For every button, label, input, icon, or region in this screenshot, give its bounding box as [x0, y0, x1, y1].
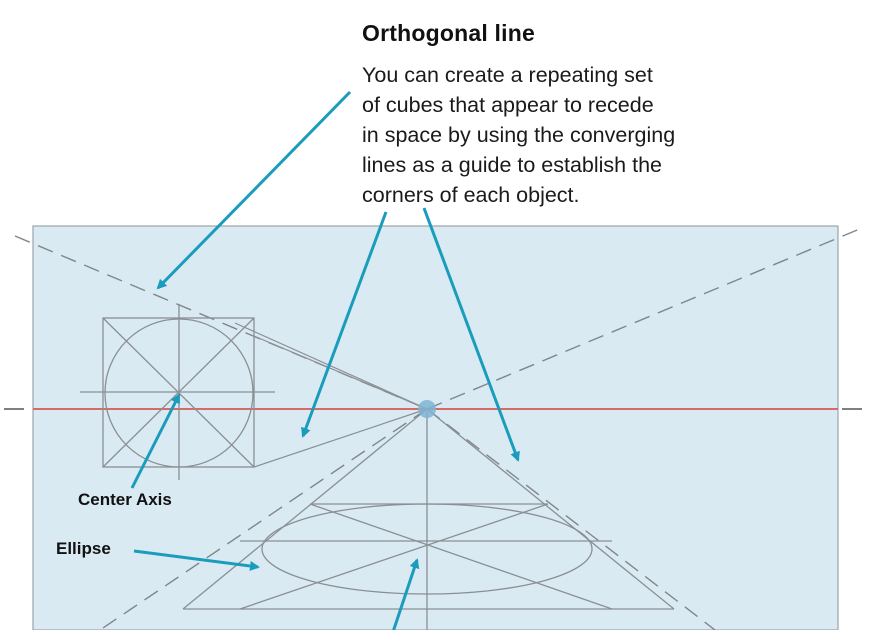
- arrow-to-orthogonal-middle: [301, 211, 388, 438]
- diagonal-dashed-right-top: [426, 227, 863, 410]
- ellipse-label: Ellipse: [56, 539, 111, 558]
- arrow-to-center-axis: [130, 393, 181, 489]
- arrow-to-orthogonal-right: [422, 207, 520, 462]
- callout-line: lines as a guide to establish the: [362, 153, 663, 177]
- ellipse-construction: [182, 408, 675, 630]
- callout-line: in space by using the converging: [362, 123, 676, 147]
- diagonal-dashed-left-bottom: [99, 408, 428, 630]
- diagonal-dashed-right-bottom: [426, 408, 716, 630]
- callout-line: corners of each object.: [362, 183, 580, 207]
- center-axis-label: Center Axis: [78, 490, 172, 509]
- callout-description: You can create a repeating set of cubes …: [362, 60, 782, 210]
- arrow-to-ellipse: [133, 549, 260, 571]
- callout-arrows: [130, 90, 520, 630]
- arrow-to-orthogonal-left: [156, 90, 352, 290]
- vanishing-point: [418, 400, 436, 418]
- callout-line: You can create a repeating set: [362, 63, 653, 87]
- callout-title: Orthogonal line: [362, 20, 535, 46]
- arrow-to-ellipse-center: [392, 558, 420, 630]
- callout-line: of cubes that appear to recede: [362, 93, 654, 117]
- paper-background: [32, 225, 839, 630]
- orthogonal-lines-square: [234, 322, 428, 468]
- circle-in-square: [80, 304, 275, 480]
